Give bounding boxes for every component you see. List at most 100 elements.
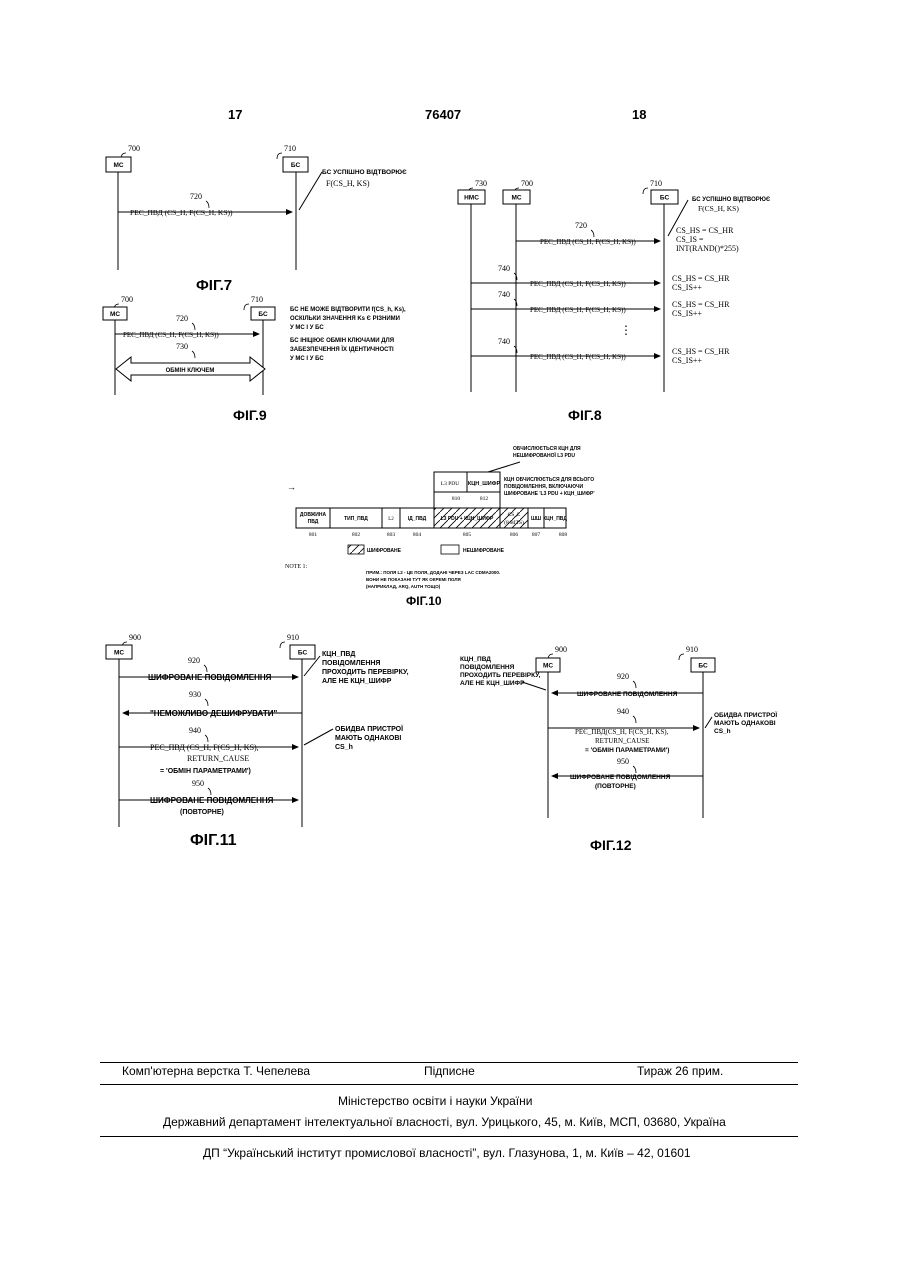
fig12-msg3-label: RETURN_CAUSE: [595, 737, 649, 745]
fig11-msg4-label: (ПОВТОРНЕ): [180, 809, 224, 816]
fig10-note-right: КЦН ОБЧИСЛЮЄТЬСЯ ДЛЯ ВСЬОГО: [504, 477, 594, 483]
fig10-legend-plain: НЕШИФРОВАНЕ: [463, 548, 505, 554]
fig9-msg-label: РЕЄ_ПВД (CS_H, F(CS_H, KS)): [123, 331, 219, 339]
fig12-note1: КЦН_ПВД: [460, 656, 491, 663]
footer-institute: ДП “Український інститут промислової вла…: [203, 1146, 691, 1160]
fig8-ref-msg: 720: [575, 221, 587, 230]
fig10-note-code: NOTE 1:: [285, 564, 307, 570]
fig10-legend-enc-swatch: [348, 545, 364, 554]
fig11-note2-leader: [304, 729, 333, 745]
fig11-ref-920: 920: [188, 656, 200, 665]
footer-print-run: Тираж 26 прим.: [637, 1064, 723, 1078]
fig7-label: ФІГ.7: [196, 277, 232, 294]
fig12-ref-950-leader: [633, 766, 636, 773]
fig8-label: ФІГ.8: [568, 407, 602, 423]
fig9-note1: У МС І У БС: [290, 325, 324, 331]
fig10-field-4-label: ІД_ПВД: [408, 516, 427, 522]
fig11-ref-950-leader: [208, 788, 211, 795]
fig12-note1-leader: [522, 682, 546, 690]
fig8-calc-initial: CS_HS = CS_HR: [676, 226, 734, 235]
footer-department: Державний департамент інтелектуальної вл…: [163, 1115, 726, 1129]
fig7-ref-msg: 720: [190, 192, 202, 201]
figures-canvas: 700МС710БС720РЕЄ_ПВД (CS_H, F(CS_H, KS))…: [0, 0, 901, 900]
fig9-ref-bs-leader: [244, 304, 249, 310]
fig8-calc-initial: INT(RAND()*255): [676, 244, 739, 253]
fig11-msg3-label: = 'ОБМІН ПАРАМЕТРАМИ'): [160, 768, 251, 775]
fig8-note: F(CS_H, KS): [698, 204, 739, 213]
fig9-note1: БС НЕ МОЖЕ ВІДТВОРИТИ f(CS_h, Ks),: [290, 307, 406, 313]
fig10-field-5-ref: 805: [463, 532, 472, 538]
fig9-ref-msg-leader: [192, 323, 195, 330]
fig8-ref-repeat-1: 740: [498, 264, 510, 273]
fig12-ref-bs: 910: [686, 645, 698, 654]
fig7-ref-bs: 710: [284, 144, 296, 153]
fig10-field-3-label: L2: [388, 517, 394, 522]
fig12-note2-leader: [705, 717, 712, 728]
footer-rule-1: [100, 1062, 798, 1063]
fig12-bs-box-label: БС: [698, 663, 708, 670]
fig12-msg4-label: (ПОВТОРНЕ): [595, 783, 636, 790]
fig9-ref-bs: 710: [251, 295, 263, 304]
fig11-label: ФІГ.11: [190, 832, 237, 849]
fig8-calc-repeat-2: CS_HS = CS_HR: [672, 300, 730, 309]
fig10-top-field: L3 PDU: [441, 481, 460, 487]
fig9-ref-exchange: 730: [176, 342, 188, 351]
fig10-arrow-icon: →: [287, 482, 296, 492]
fig10-field-3-ref: 803: [387, 532, 396, 538]
fig10-note-bottom: (НАПРИКЛАД, ARQ, AUTH ТОЩО): [366, 584, 441, 589]
fig10-label: ФІГ.10: [406, 594, 442, 608]
fig7-ref-ms: 700: [128, 144, 140, 153]
fig8-dots: ⋮: [620, 323, 632, 337]
fig10-top-ref: 812: [480, 496, 489, 502]
fig8-bs-box-label: БС: [660, 195, 670, 202]
footer-signed: Підписне: [424, 1064, 475, 1078]
fig12-ref-ms: 900: [555, 645, 567, 654]
fig8-calc-repeat-3: CS_IS++: [672, 356, 702, 365]
fig10-field-4-ref: 804: [413, 532, 422, 538]
fig10-field-8-label: КЦН_ПВД: [543, 516, 567, 522]
fig10-top-ref: 810: [452, 496, 461, 502]
fig8-calc-repeat-1: CS_IS++: [672, 283, 702, 292]
fig12-ref-940: 940: [617, 707, 629, 716]
fig9-bs-box-label: БС: [258, 311, 268, 318]
fig8-repeat-label-2: РЕЄ_ПВД (CS_H, F(CS_H, KS)): [530, 306, 626, 314]
fig8-ref-msg-leader: [591, 230, 594, 237]
fig11-ms-box-label: МС: [114, 650, 124, 657]
fig12-note1: АЛЕ НЕ КЦН_ШИФР: [460, 680, 525, 687]
fig11-ref-bs-leader: [280, 642, 285, 648]
fig10-field-2-ref: 802: [352, 532, 361, 538]
fig8-ref-bs: 710: [650, 179, 662, 188]
fig10-note-top-leader: [488, 462, 520, 472]
fig10-field-6-label: (8 BITS): [504, 519, 524, 526]
fig11-ref-930-leader: [205, 699, 208, 706]
fig10-field-1-label: ПВД: [308, 519, 319, 525]
fig11-msg2-label: "НЕМОЖЛИВО ДЕШИФРУВАТИ": [150, 709, 278, 718]
fig10-field-1-ref: 801: [309, 532, 318, 538]
fig12-ref-920-leader: [633, 681, 636, 688]
fig11-ref-920-leader: [204, 665, 207, 672]
fig8-ref-hmc: 730: [475, 179, 487, 188]
fig10-field-6-label: CS_L: [508, 512, 521, 518]
fig12-label: ФІГ.12: [590, 837, 632, 853]
fig9-ms-box-label: МС: [110, 311, 120, 318]
fig12-msg3-label: РЕЄ_ПВД(CS_H, F(CS_H, KS),: [575, 728, 669, 736]
fig12-note1: ПОВІДОМЛЕННЯ: [460, 664, 515, 671]
fig12-ms-box-label: МС: [543, 663, 553, 670]
fig11-bs-box-label: БС: [298, 650, 308, 657]
fig10-field-7-ref: 807: [532, 532, 541, 538]
fig11-msg1-label: ШИФРОВАНЕ ПОВІДОМЛЕННЯ: [148, 673, 272, 682]
fig12-msg3-label: = 'ОБМІН ПАРАМЕТРАМИ'): [585, 747, 669, 754]
fig11-ref-930: 930: [189, 690, 201, 699]
fig12-note2: ОБИДВА ПРИСТРОЇ: [714, 711, 777, 719]
fig9-ref-ms: 700: [121, 295, 133, 304]
fig8-note: БС УСПІШНО ВІДТВОРЮЄ: [692, 197, 771, 203]
fig9-label: ФІГ.9: [233, 407, 267, 423]
fig10-field-7-label: ШШ: [531, 516, 541, 522]
fig12-ref-920: 920: [617, 672, 629, 681]
fig7-ms-box-label: МС: [113, 162, 123, 169]
fig8-repeat-label-3: РЕЄ_ПВД (CS_H, F(CS_H, KS)): [530, 353, 626, 361]
fig10-field-6-ref: 806: [510, 532, 519, 538]
fig12-ref-940-leader: [633, 716, 636, 723]
fig10-note-top: ОБЧИСЛЮЄТЬСЯ КЦН ДЛЯ: [513, 446, 581, 452]
fig10-note-top: НЕШИФРОВАНОЇ L3 PDU: [513, 452, 575, 459]
